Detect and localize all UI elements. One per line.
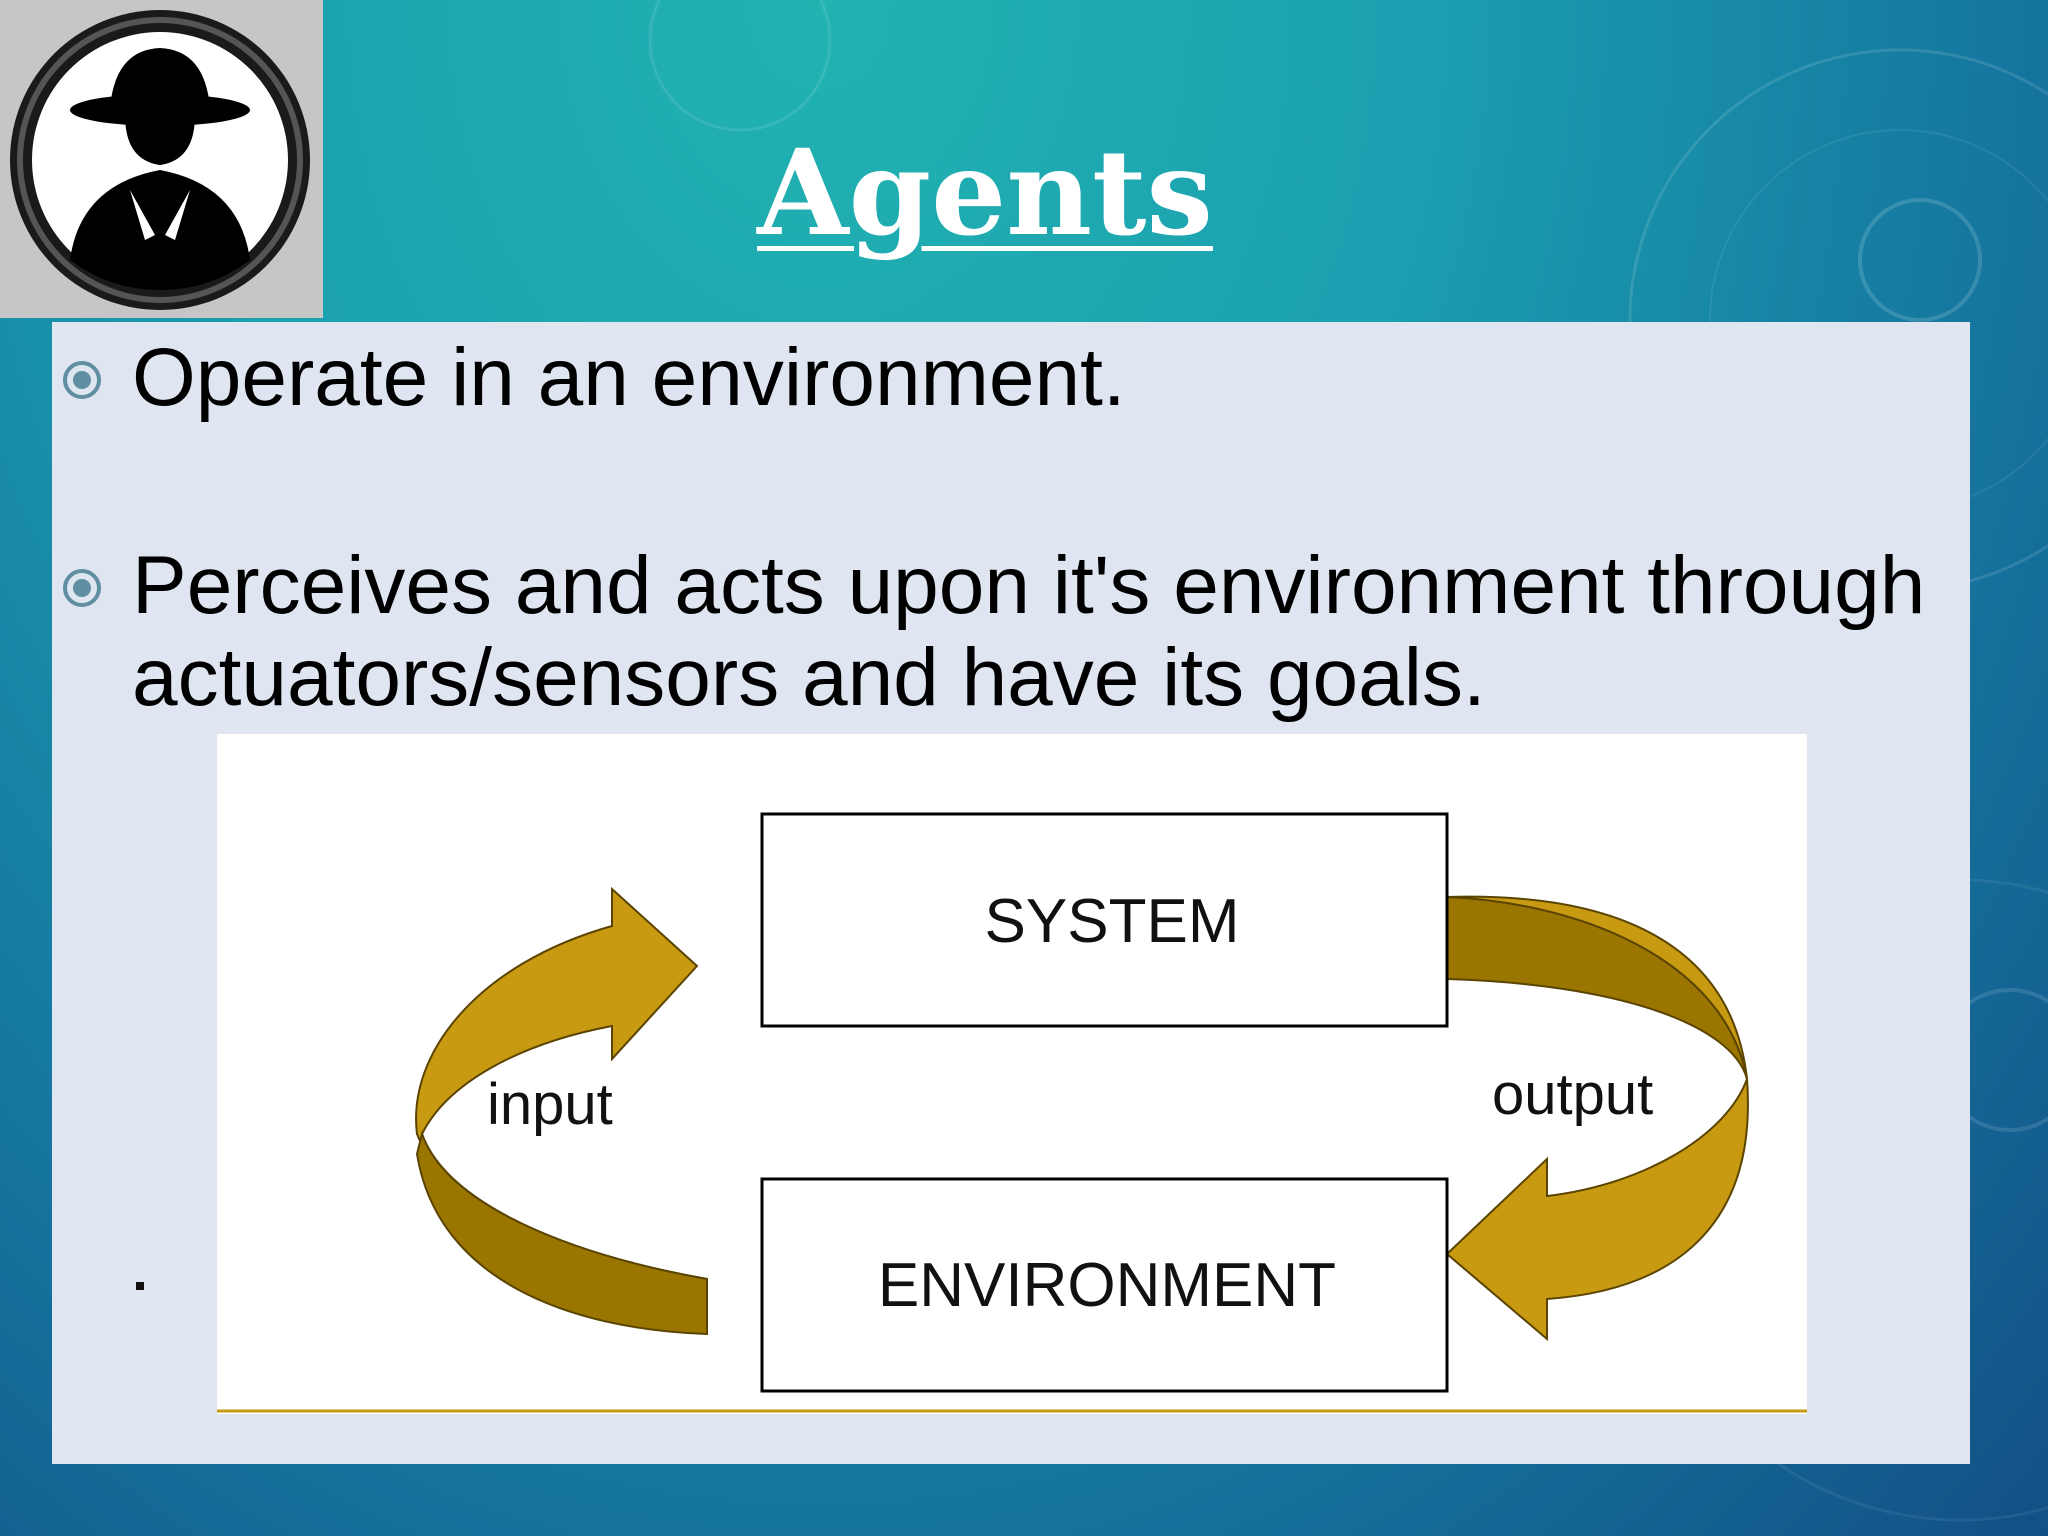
system-box xyxy=(760,812,1449,1028)
stray-dot xyxy=(136,1282,144,1290)
bullet-text: Operate in an environment. xyxy=(132,332,1126,423)
output-label: output xyxy=(1492,1062,1653,1127)
spy-icon xyxy=(10,10,310,310)
bullet-text: Perceives and acts upon it's environment… xyxy=(132,540,1926,723)
bullet-circle-icon xyxy=(63,569,101,607)
output-arrow xyxy=(1445,895,1749,1342)
input-label: input xyxy=(487,1072,613,1137)
logo xyxy=(0,0,323,318)
input-arrow xyxy=(415,886,708,1336)
environment-label: ENVIRONMENT xyxy=(878,1251,1336,1320)
content-panel: Operate in an environment. Perceives and… xyxy=(52,322,1970,1464)
agent-diagram: SYSTEM ENVIRONMENT input output xyxy=(217,734,1807,1414)
bullet-circle-icon xyxy=(63,361,101,399)
bullet-item: Operate in an environment. xyxy=(62,332,1126,424)
system-label: SYSTEM xyxy=(985,887,1240,956)
environment-box xyxy=(760,1177,1449,1393)
slide-title: Agents xyxy=(757,123,1213,262)
bullet-item: Perceives and acts upon it's environment… xyxy=(62,540,1972,724)
